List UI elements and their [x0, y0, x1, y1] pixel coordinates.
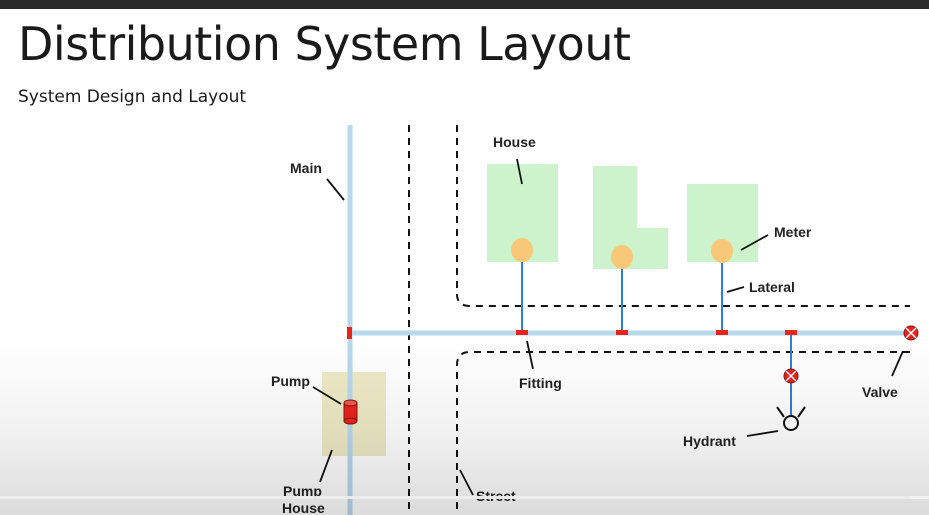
fitting-2: [616, 330, 628, 335]
circle-x-icon: [783, 368, 799, 384]
street-curb-lower: [456, 351, 910, 515]
street-curb-upper: [456, 125, 910, 307]
fittings: [347, 327, 797, 339]
fitting-main-corner: [347, 327, 352, 339]
slide-title: Distribution System Layout: [18, 17, 631, 71]
label-fitting: Fitting: [519, 375, 562, 391]
fitting-4: [785, 330, 797, 335]
label-valve: Valve: [862, 384, 898, 400]
label-house: House: [493, 134, 536, 150]
label-main: Main: [290, 160, 322, 176]
slide: Distribution System Layout System Design…: [0, 9, 929, 515]
video-progress-bar[interactable]: [0, 496, 929, 499]
meter-2: [611, 245, 633, 269]
meter-3: [711, 239, 733, 263]
label-pump-house-line2: House: [282, 500, 325, 515]
service-laterals: [521, 262, 792, 417]
leader-lines: [312, 158, 904, 496]
label-meter: Meter: [774, 224, 812, 240]
hydrant-icon: [776, 406, 806, 431]
label-pump: Pump: [271, 373, 310, 389]
house-2: [593, 166, 668, 269]
street-boundaries: [408, 125, 910, 515]
cylinder-icon: [343, 399, 358, 425]
fitting-3: [716, 330, 728, 335]
distribution-diagram: Main House Meter Lateral Fitting Valve P…: [271, 125, 919, 515]
label-lateral: Lateral: [749, 279, 795, 295]
slide-subtitle: System Design and Layout: [18, 87, 247, 107]
meters: [511, 238, 733, 269]
label-hydrant: Hydrant: [683, 433, 736, 449]
fitting-1: [516, 330, 528, 335]
valve-end: [903, 325, 919, 341]
video-progress-fill: [0, 496, 911, 499]
meter-1: [511, 238, 533, 262]
label-pump-house-line1: Pump: [283, 483, 322, 499]
